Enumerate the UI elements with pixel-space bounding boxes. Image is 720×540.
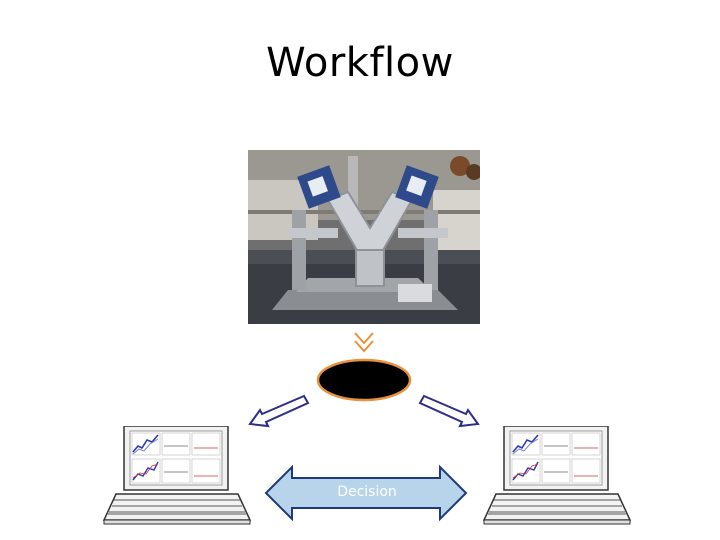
double-headed-arrow-icon: [264, 464, 468, 522]
laptop-icon: [102, 425, 252, 525]
laptop-icon-right: [482, 425, 632, 526]
decision-label: Decision: [337, 484, 397, 500]
laptop-icon-left: [102, 425, 252, 526]
double-chevron-down-icon: [354, 332, 374, 353]
arrow-down-left-icon: [248, 394, 310, 428]
arrow-down-right-icon: [418, 394, 480, 428]
slide-title: Workflow: [266, 40, 454, 86]
laptop-icon: [482, 425, 632, 525]
instrument-photo: [248, 150, 480, 324]
instrument-photo-drawing: [248, 150, 480, 324]
process-ellipse: [316, 358, 412, 402]
